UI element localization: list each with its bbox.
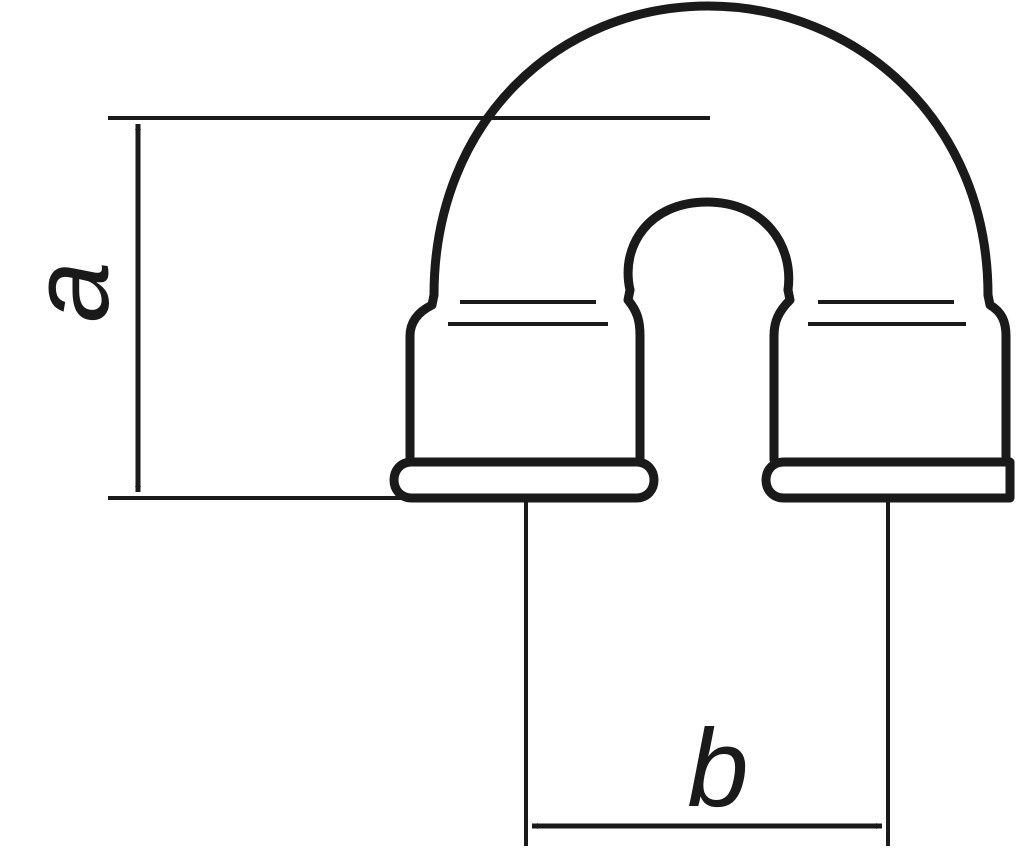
left-socket-rim	[389, 457, 659, 503]
right-socket-outline	[769, 285, 1011, 465]
dimension-a-label: a	[9, 261, 132, 322]
socket-band-lines	[448, 300, 966, 326]
right-socket-rim	[761, 457, 1015, 503]
dimension-b-label: b	[687, 707, 748, 830]
dimension-a	[108, 116, 710, 500]
bend-outer-arc	[429, 1, 993, 300]
bend-inner-arc	[623, 197, 794, 295]
dimension-b	[524, 500, 890, 846]
return-bend-fitting	[389, 1, 1015, 503]
left-socket-outline	[405, 285, 645, 465]
